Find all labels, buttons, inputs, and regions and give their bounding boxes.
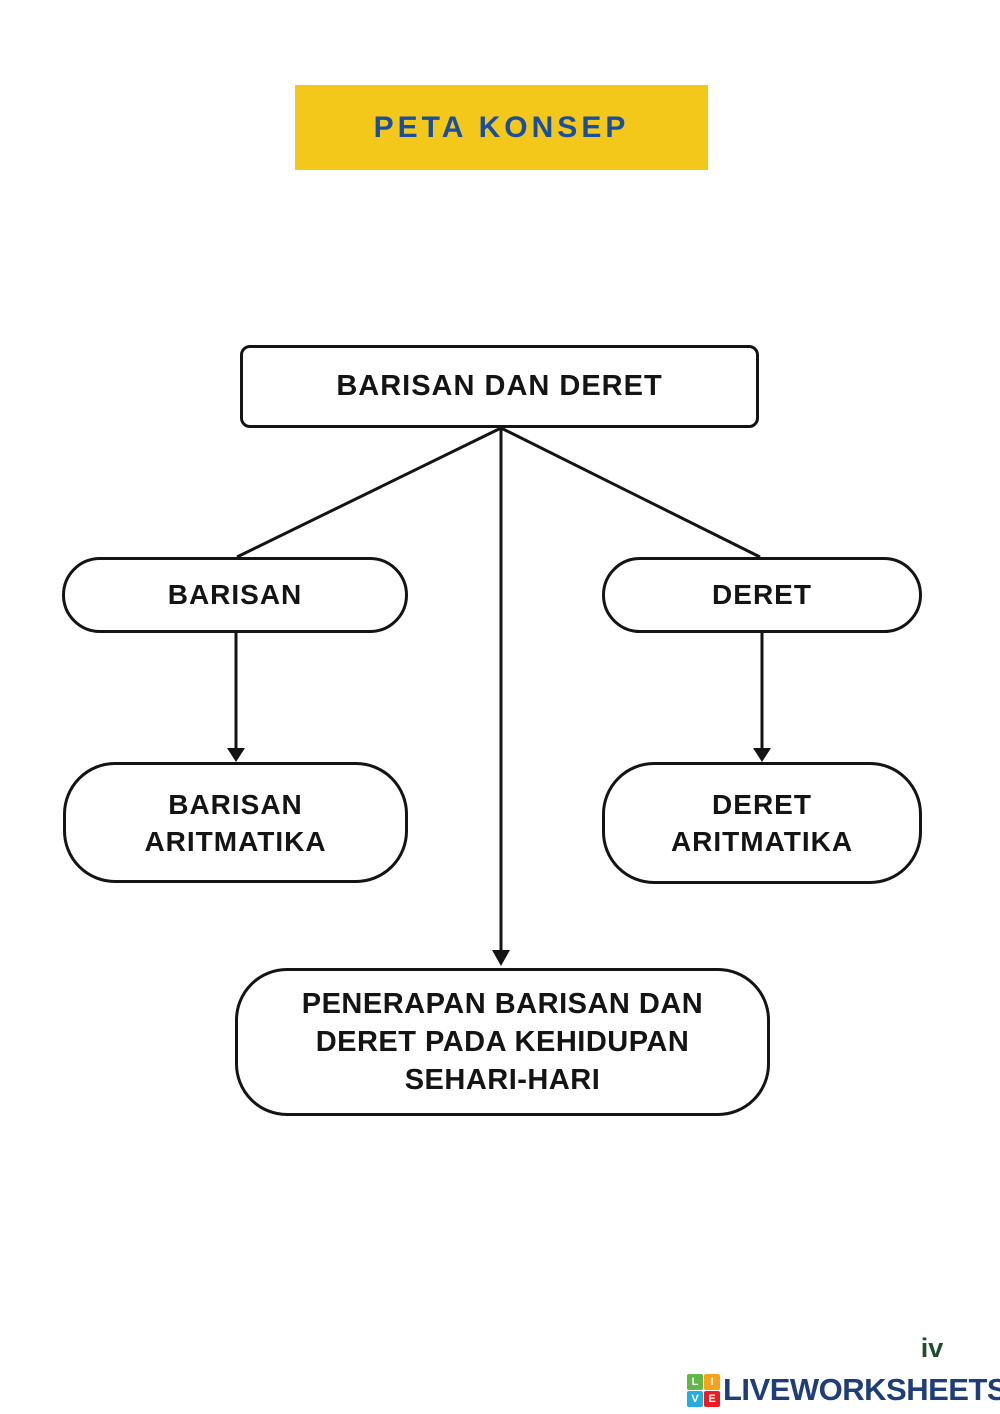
node-label: BARISAN DAN DERET — [336, 370, 663, 402]
node-barisan: BARISAN — [62, 557, 408, 633]
arrowhead-deret-aritmatika — [753, 748, 771, 762]
node-label-line: ARITMATIKA — [670, 826, 854, 857]
node-penerapan: PENERAPAN BARISAN DAN DERET PADA KEHIDUP… — [235, 968, 770, 1116]
logo-squares-icon: L I V E — [687, 1373, 720, 1407]
node-label-line: PENERAPAN BARISAN DAN — [301, 988, 704, 1020]
node-label: BARISAN — [167, 579, 303, 610]
node-label: DERET — [712, 579, 812, 610]
logo-square: E — [704, 1390, 720, 1407]
node-label-line: ARITMATIKA — [144, 825, 327, 857]
node-label-line: DERET PADA KEHIDUPAN — [315, 1026, 690, 1058]
node-label-line: BARISAN — [168, 788, 303, 820]
logo-text: LIVEWORKSHEETS — [723, 1372, 1000, 1407]
arrowhead-barisan-aritmatika — [227, 748, 245, 762]
node-deret-aritmatika: DERET ARITMATIKA — [602, 762, 922, 884]
edge-root-to-deret — [500, 426, 761, 559]
node-barisan-aritmatika: BARISAN ARITMATIKA — [63, 762, 408, 883]
node-label-line: SEHARI-HARI — [404, 1064, 601, 1096]
logo-square: I — [704, 1373, 720, 1390]
node-deret: DERET — [602, 557, 922, 633]
edge-root-to-barisan — [236, 426, 502, 559]
logo-square: L — [687, 1373, 703, 1390]
liveworksheets-logo: L I V E LIVEWORKSHEETS — [687, 1372, 1000, 1408]
page-title: PETA KONSEP — [373, 110, 630, 144]
page-number: iv — [920, 1333, 944, 1363]
node-barisan-dan-deret: BARISAN DAN DERET — [240, 345, 759, 428]
arrowhead-penerapan — [492, 950, 510, 966]
node-label-line: DERET — [712, 789, 812, 820]
title-banner: PETA KONSEP — [295, 85, 708, 170]
logo-square: V — [687, 1390, 703, 1407]
